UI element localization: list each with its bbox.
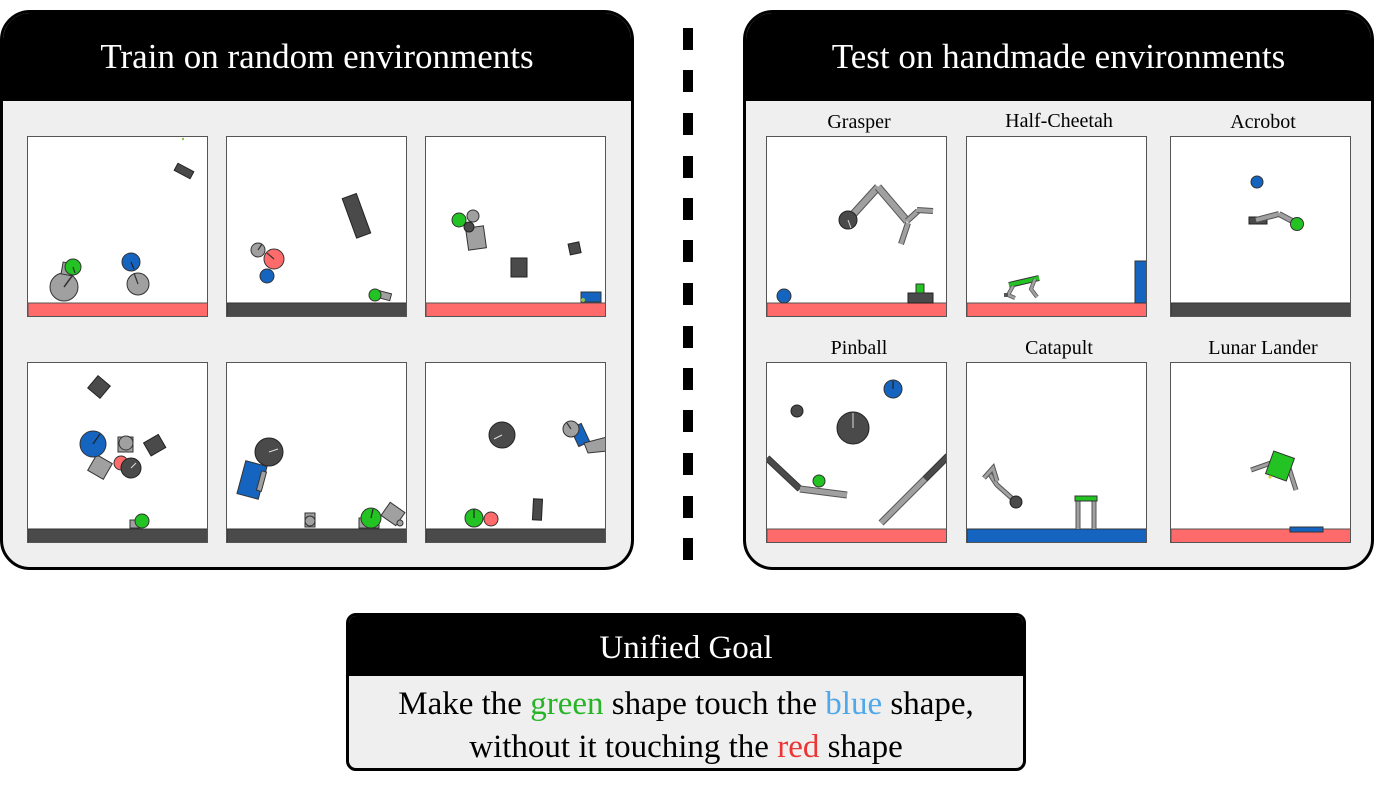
env-title-half-cheetah: Half-Cheetah	[1005, 110, 1113, 132]
train-panel-header: Train on random environments	[3, 13, 631, 101]
env-title-pinball: Pinball	[830, 337, 888, 359]
floor-red	[767, 528, 946, 542]
floor-red	[426, 302, 605, 316]
goal-text: Make the green shape touch the blue shap…	[349, 683, 1023, 768]
test-panel-header: Test on handmade environments	[746, 13, 1371, 101]
floor-red	[767, 302, 946, 316]
goal-title: Unified Goal	[599, 630, 773, 666]
random-env-5	[226, 362, 407, 543]
env-title-catapult: Catapult	[1025, 337, 1093, 359]
test-panel-title: Test on handmade environments	[831, 37, 1286, 76]
train-panel-title: Train on random environments	[100, 37, 534, 76]
env-lunar-lander	[1170, 362, 1351, 543]
random-env-3	[425, 136, 606, 317]
env-half-cheetah	[966, 136, 1147, 317]
floor-dark	[227, 528, 406, 542]
goal-line-2: without it touching the red shape	[469, 729, 903, 765]
goal-box-header: Unified Goal	[349, 616, 1023, 676]
env-pinball	[766, 362, 947, 543]
train-panel: Train on random environments	[0, 10, 634, 570]
floor-red	[1171, 528, 1350, 542]
random-env-2	[226, 136, 407, 317]
floor-red	[28, 302, 207, 316]
env-title-acrobot: Acrobot	[1230, 111, 1296, 133]
floor-red	[967, 302, 1146, 316]
word-blue: blue	[825, 686, 883, 722]
env-acrobot	[1170, 136, 1351, 317]
floor-dark	[227, 302, 406, 316]
floor-dark	[28, 528, 207, 542]
env-catapult	[966, 362, 1147, 543]
env-title-grasper: Grasper	[827, 111, 891, 133]
env-title-lunar-lander: Lunar Lander	[1208, 337, 1318, 359]
random-env-1	[27, 136, 208, 317]
floor-blue	[967, 528, 1146, 542]
goal-box: Unified Goal Make the green shape touch …	[346, 613, 1026, 771]
word-red: red	[777, 729, 820, 765]
floor-dark	[426, 528, 605, 542]
random-env-6	[425, 362, 606, 543]
floor-dark	[1171, 302, 1350, 316]
goal-line-1: Make the green shape touch the blue shap…	[398, 686, 974, 722]
env-grasper	[766, 136, 947, 317]
test-panel: Test on handmade environments Grasper Ha…	[743, 10, 1374, 570]
word-green: green	[530, 686, 604, 722]
random-env-4	[27, 362, 208, 543]
